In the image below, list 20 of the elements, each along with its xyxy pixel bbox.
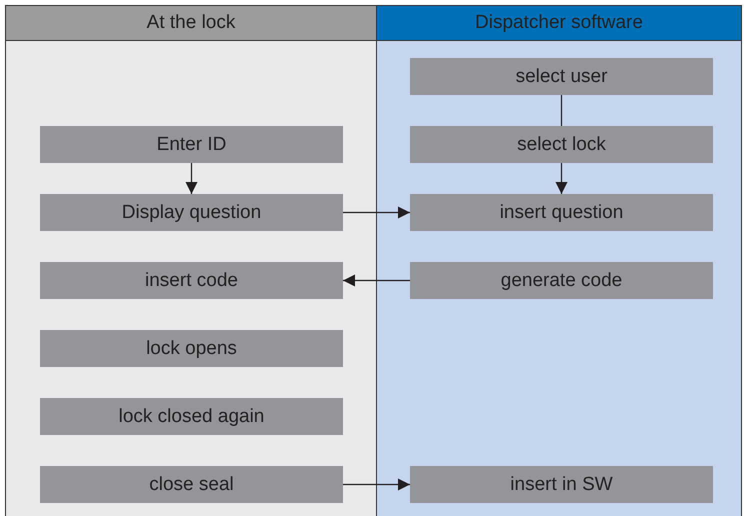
arrow <box>186 163 198 194</box>
arrow <box>343 478 410 490</box>
arrow <box>343 274 410 286</box>
process-box: insert question <box>410 194 713 231</box>
process-box: select user <box>410 58 713 95</box>
swimlane <box>5 5 377 516</box>
process-box: lock opens <box>40 330 343 367</box>
process-box: Enter ID <box>40 126 343 163</box>
process-box: insert in SW <box>410 466 713 503</box>
lane-header: At the lock <box>6 6 376 41</box>
arrow <box>556 163 568 194</box>
swimlane <box>376 5 742 516</box>
process-box: lock closed again <box>40 398 343 435</box>
arrow <box>343 206 410 218</box>
process-box: generate code <box>410 262 713 299</box>
process-box: Display question <box>40 194 343 231</box>
process-box: insert code <box>40 262 343 299</box>
process-box: select lock <box>410 126 713 163</box>
process-box: close seal <box>40 466 343 503</box>
lane-header: Dispatcher software <box>377 6 741 41</box>
